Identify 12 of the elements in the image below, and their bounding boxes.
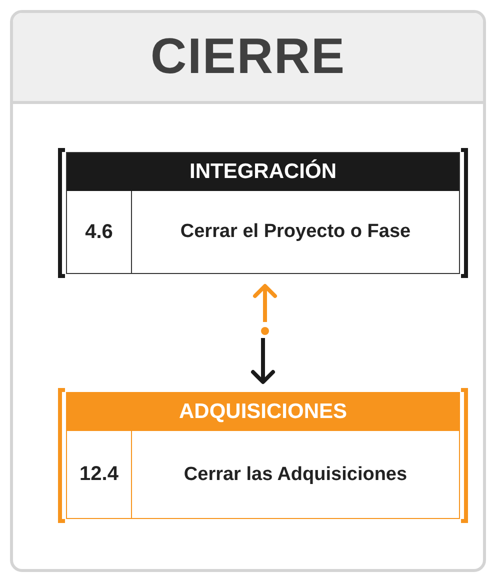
section-title: CIERRE (150, 27, 346, 85)
process-group-box (58, 148, 468, 278)
section-panel (10, 10, 486, 572)
process-number: 4.6 (84, 220, 114, 244)
process-group-box (58, 388, 468, 523)
process-name: Cerrar el Proyecto o Fase (131, 191, 459, 273)
group-header: ADQUISICIONES (67, 393, 459, 431)
process-name: Cerrar las Adquisiciones (131, 431, 459, 518)
group-header: INTEGRACIÓN (67, 153, 459, 191)
arrow (253, 284, 277, 335)
process-number: 12.4 (78, 462, 120, 487)
arrow (251, 338, 275, 384)
